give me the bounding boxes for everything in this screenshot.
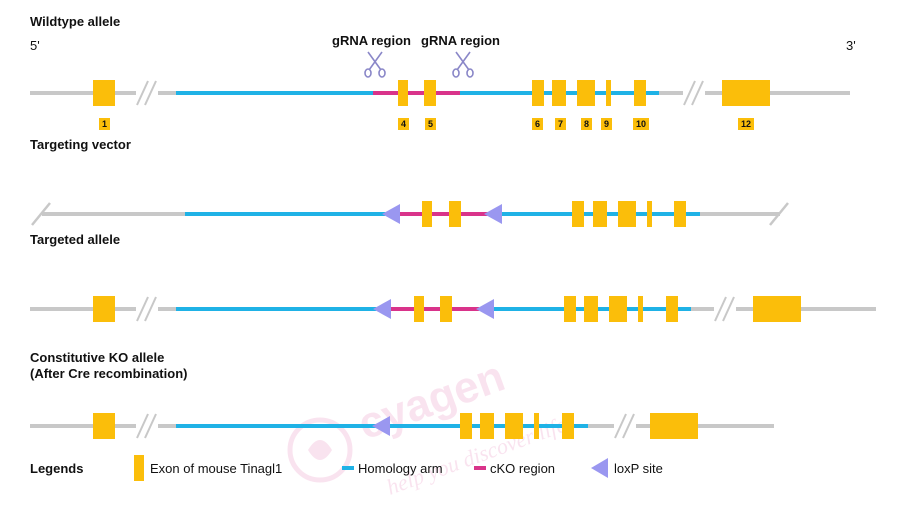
loxp-site bbox=[373, 299, 391, 319]
exon-12 bbox=[722, 80, 770, 106]
legend-exon-label: Exon of mouse Tinagl1 bbox=[150, 461, 283, 476]
scissors-icon bbox=[452, 51, 474, 78]
exon-number-6: 6 bbox=[532, 118, 544, 130]
exon-8 bbox=[505, 413, 523, 439]
homology-arm-5 bbox=[176, 91, 373, 95]
break-mark bbox=[614, 411, 636, 441]
break-mark bbox=[714, 294, 736, 324]
targeted-allele-title: Targeted allele bbox=[30, 232, 121, 247]
ko-allele-subtitle: (After Cre recombination) bbox=[30, 366, 188, 381]
three-prime-label: 3' bbox=[846, 38, 856, 53]
exon-6 bbox=[460, 413, 472, 439]
targeting-vector-title: Targeting vector bbox=[30, 137, 131, 152]
homology-arm-5 bbox=[176, 424, 376, 428]
watermark-logo bbox=[287, 417, 353, 483]
loxp-site bbox=[484, 204, 502, 224]
exon-7 bbox=[593, 201, 607, 227]
legend-title: Legends bbox=[30, 461, 84, 476]
exon-number-9: 9 bbox=[601, 118, 613, 130]
ko-allele-title: Constitutive KO allele bbox=[30, 350, 165, 365]
watermark-logo-heart bbox=[308, 440, 332, 460]
exon-8 bbox=[577, 80, 595, 106]
legend-homology-label: Homology arm bbox=[358, 461, 443, 476]
loxp-site bbox=[382, 204, 400, 224]
exon-number-10: 10 bbox=[633, 118, 650, 130]
exon-6 bbox=[564, 296, 576, 322]
legend-cko-swatch bbox=[474, 466, 486, 470]
exon-8 bbox=[618, 201, 636, 227]
exon-4 bbox=[398, 80, 408, 106]
exon-7 bbox=[480, 413, 494, 439]
exon-1 bbox=[93, 80, 115, 106]
grna-region-label-1: gRNA region bbox=[332, 33, 411, 48]
homology-arm-5 bbox=[176, 307, 376, 311]
legend-loxp-swatch bbox=[591, 458, 608, 478]
exon-10 bbox=[674, 201, 686, 227]
legend-cko-label: cKO region bbox=[490, 461, 556, 476]
loxp-site bbox=[476, 299, 494, 319]
exon-number-8: 8 bbox=[581, 118, 593, 130]
exon-6 bbox=[532, 80, 544, 106]
cko-region bbox=[373, 91, 460, 95]
exon-9 bbox=[606, 80, 611, 106]
grna-region-label-2: gRNA region bbox=[421, 33, 500, 48]
exon-number-4: 4 bbox=[398, 118, 410, 130]
exon-12 bbox=[753, 296, 801, 322]
exon-1 bbox=[93, 413, 115, 439]
exon-4 bbox=[414, 296, 424, 322]
exon-4 bbox=[422, 201, 432, 227]
cyagen-watermark: cyagen help you discover life bbox=[287, 355, 569, 500]
exon-6 bbox=[572, 201, 584, 227]
exon-9 bbox=[638, 296, 643, 322]
loxp-site bbox=[372, 416, 390, 436]
cko-region bbox=[388, 307, 479, 311]
exon-7 bbox=[584, 296, 598, 322]
exon-5 bbox=[440, 296, 452, 322]
exon-5 bbox=[449, 201, 461, 227]
exon-12 bbox=[650, 413, 698, 439]
exon-10 bbox=[666, 296, 678, 322]
break-mark bbox=[136, 294, 158, 324]
exon-number-5: 5 bbox=[425, 118, 437, 130]
legend-exon-swatch bbox=[134, 455, 144, 481]
exon-10 bbox=[634, 80, 646, 106]
break-mark bbox=[136, 411, 158, 441]
scissors-icon bbox=[364, 51, 386, 78]
exon-5 bbox=[424, 80, 436, 106]
exon-7 bbox=[552, 80, 566, 106]
exon-9 bbox=[647, 201, 652, 227]
legend-loxp-label: loxP site bbox=[614, 461, 663, 476]
exon-number-7: 7 bbox=[555, 118, 567, 130]
exon-8 bbox=[609, 296, 627, 322]
cko-region bbox=[397, 212, 488, 216]
five-prime-label: 5' bbox=[30, 38, 40, 53]
break-mark bbox=[683, 78, 705, 108]
homology-arm-5 bbox=[185, 212, 385, 216]
exon-9 bbox=[534, 413, 539, 439]
exon-number-1: 1 bbox=[99, 118, 111, 130]
break-mark bbox=[136, 78, 158, 108]
legend-homology-swatch bbox=[342, 466, 354, 470]
exon-1 bbox=[93, 296, 115, 322]
wildtype-allele-title: Wildtype allele bbox=[30, 14, 121, 29]
exon-number-12: 12 bbox=[738, 118, 755, 130]
exon-10 bbox=[562, 413, 574, 439]
